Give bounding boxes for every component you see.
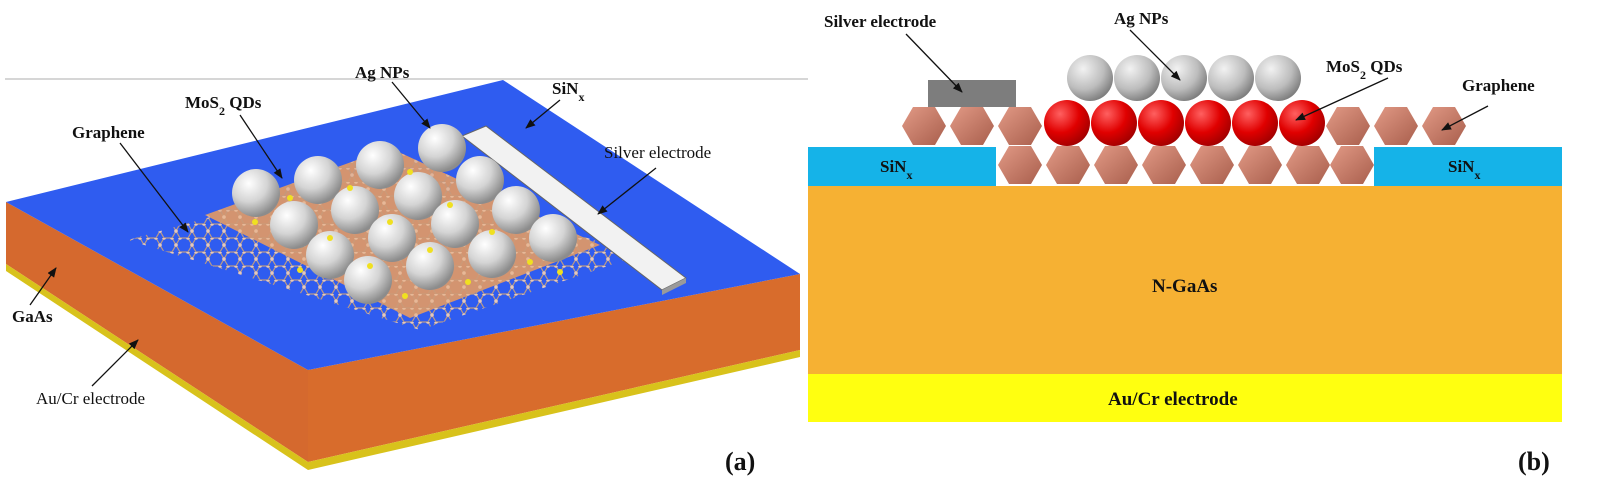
ag-np <box>406 242 454 290</box>
hexagon <box>1142 146 1186 184</box>
label-sinx-a: SiNx <box>552 79 584 104</box>
ag-np <box>232 169 280 217</box>
label-aucr-b: Au/Cr electrode <box>1108 389 1238 410</box>
ag-np <box>394 172 442 220</box>
mos2-qd <box>1185 100 1231 146</box>
hexagon <box>950 107 994 145</box>
gold-strip-left <box>6 264 308 470</box>
ag-np <box>368 214 416 262</box>
mos2-qd <box>1138 100 1184 146</box>
label-sinx-left: SiNx <box>880 157 912 182</box>
label-aucr-a: Au/Cr electrode <box>36 389 145 408</box>
ag-np <box>1067 55 1113 101</box>
gold-strip-front <box>308 350 800 470</box>
ag-np <box>468 230 516 278</box>
arrow-graphene-b <box>1441 105 1489 131</box>
arrow-mos2-b <box>1295 77 1389 121</box>
ag-np <box>492 186 540 234</box>
ngaas-layer <box>808 186 1562 374</box>
hexagon <box>1422 107 1466 145</box>
ag-np <box>356 141 404 189</box>
ag-np <box>1255 55 1301 101</box>
sinx-block-right <box>1374 147 1562 186</box>
hexagon <box>998 146 1042 184</box>
label-silver-electrode-b: Silver electrode <box>824 12 937 31</box>
hexagon <box>1326 107 1370 145</box>
label-gaas-a: GaAs <box>12 307 53 326</box>
sinx-block-left <box>808 147 996 186</box>
label-graphene-a: Graphene <box>72 123 145 142</box>
hexagon <box>902 107 946 145</box>
arrow-aucr-a <box>91 339 139 387</box>
gaas-side-left <box>6 202 308 462</box>
gaas-side-front <box>308 274 800 462</box>
label-sinx-right: SiNx <box>1448 157 1480 182</box>
panel-label-b: (b) <box>1518 447 1550 476</box>
label-mos2-b: MoS2 QDs <box>1326 57 1403 82</box>
hexagon <box>1190 146 1234 184</box>
label-ag-nps-a: Ag NPs <box>355 63 410 82</box>
hexagon <box>1094 146 1138 184</box>
label-ag-nps-b: Ag NPs <box>1114 9 1169 28</box>
label-ngaas: N-GaAs <box>1152 276 1217 297</box>
ag-np <box>431 200 479 248</box>
hexagon <box>1330 146 1374 184</box>
ag-np-spheres <box>232 124 577 304</box>
hexagon <box>1286 146 1330 184</box>
arrow-ag-nps-b <box>1129 29 1181 81</box>
panel-label-a: (a) <box>725 447 755 476</box>
ag-np <box>270 201 318 249</box>
ag-np <box>1161 55 1207 101</box>
panel-b: Silver electrode Ag NPs MoS2 QDs Graphen… <box>808 9 1562 476</box>
ag-np <box>1208 55 1254 101</box>
ag-np <box>418 124 466 172</box>
label-graphene-b: Graphene <box>1462 76 1535 95</box>
ag-np <box>344 256 392 304</box>
arrow-gaas-a <box>29 267 57 306</box>
hexagon <box>1046 146 1090 184</box>
arrow-ag-nps-a <box>391 81 431 129</box>
ag-np <box>294 156 342 204</box>
arrow-silver-b <box>905 33 963 93</box>
arrow-graphene-a <box>119 142 189 233</box>
arrow-sinx-a <box>525 99 561 129</box>
ag-nps-b <box>1067 55 1301 101</box>
ag-np <box>529 214 577 262</box>
ag-np <box>331 186 379 234</box>
aucr-layer <box>808 374 1562 422</box>
arrow-mos2-a <box>239 114 283 179</box>
ag-np <box>306 231 354 279</box>
silver-electrode-bar-side <box>662 278 686 295</box>
mos2-qd <box>1091 100 1137 146</box>
ag-np <box>456 156 504 204</box>
label-mos2-a: MoS2 QDs <box>185 93 262 118</box>
graphene-hexagons <box>902 107 1466 184</box>
mos2-qd <box>1232 100 1278 146</box>
arrow-silver-a <box>597 167 657 215</box>
ag-np <box>1114 55 1160 101</box>
panel-a: Ag NPs MoS2 QDs SiNx Graphene Silver ele… <box>5 63 808 476</box>
hexagon <box>1374 107 1418 145</box>
label-silver-electrode-a: Silver electrode <box>604 143 711 162</box>
mos2-qds <box>1044 100 1325 146</box>
mos2-qd <box>1044 100 1090 146</box>
mos2-atoms <box>252 169 563 299</box>
hexagon <box>998 107 1042 145</box>
hexagon <box>1238 146 1282 184</box>
mos2-qd <box>1279 100 1325 146</box>
silver-electrode-b <box>928 80 1016 107</box>
